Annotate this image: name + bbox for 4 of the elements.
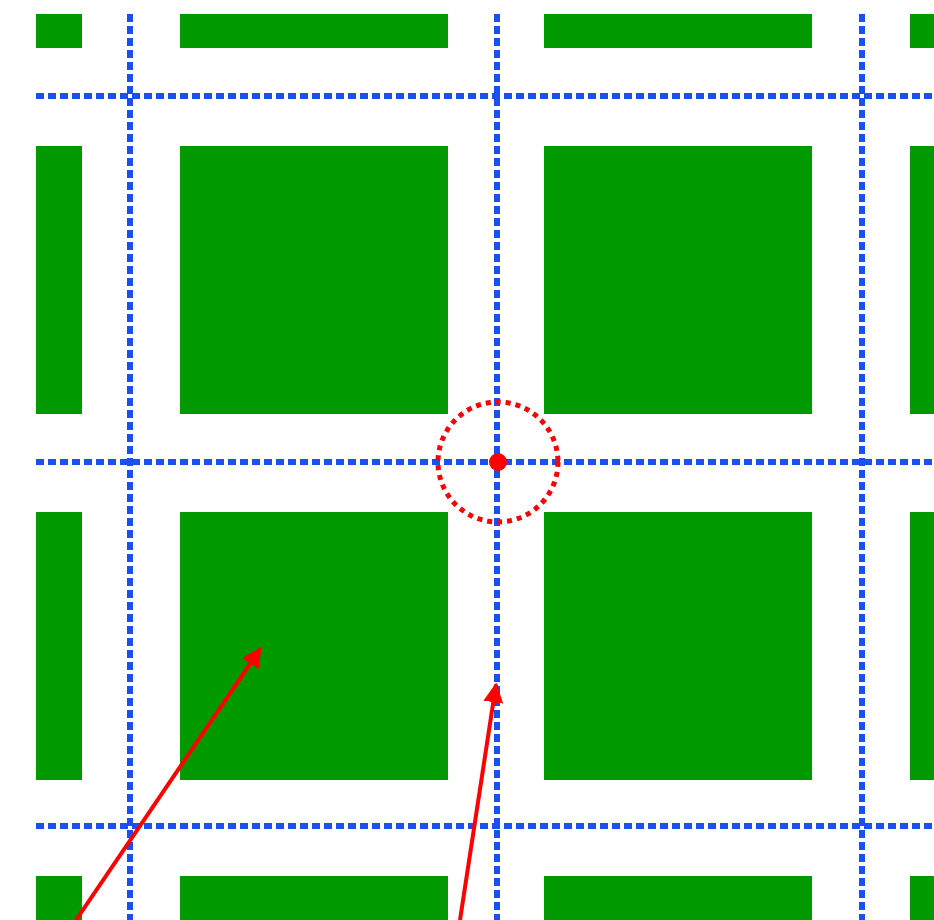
arrow bbox=[458, 682, 504, 920]
arrow bbox=[74, 647, 263, 920]
tile bbox=[180, 512, 448, 780]
dashed-line bbox=[493, 14, 499, 920]
